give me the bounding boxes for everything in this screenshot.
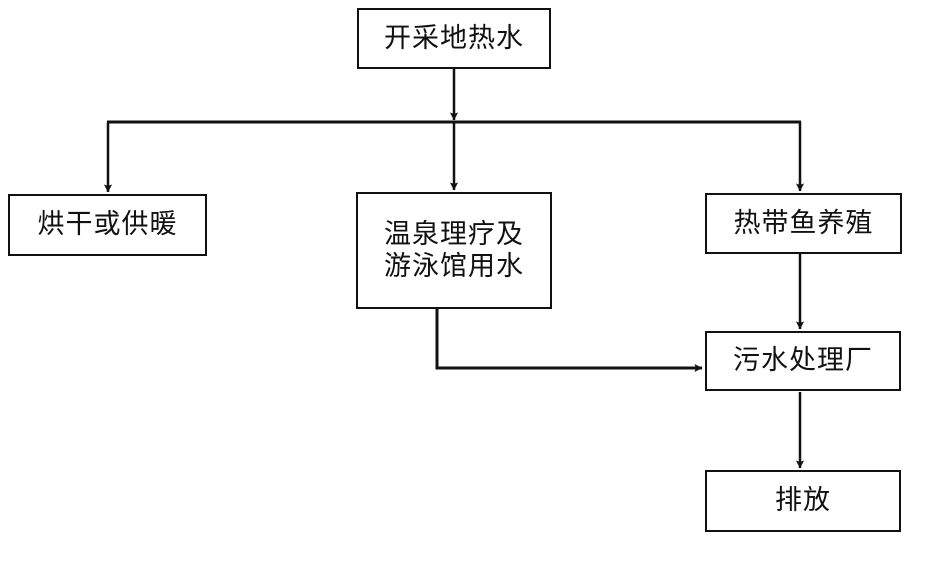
node-source-geothermal-extraction[interactable]: 开采地热水: [357, 8, 551, 69]
node-discharge-label: 排放: [775, 485, 831, 517]
node-treatment-label: 污水处理厂: [733, 345, 873, 377]
node-tropical-fish-farming[interactable]: 热带鱼养殖: [705, 193, 902, 254]
node-spa-label: 温泉理疗及 游泳馆用水: [384, 218, 524, 282]
node-sewage-treatment-plant[interactable]: 污水处理厂: [705, 331, 901, 391]
node-fish-label: 热带鱼养殖: [733, 207, 874, 239]
node-source-label: 开采地热水: [384, 22, 524, 54]
edge-spa-to-treatment: [435, 309, 703, 373]
node-spa-and-pool-water[interactable]: 温泉理疗及 游泳馆用水: [356, 192, 552, 309]
node-drying-label: 烘干或供暖: [37, 209, 178, 241]
node-drying-or-heating[interactable]: 烘干或供暖: [8, 194, 207, 256]
node-discharge[interactable]: 排放: [705, 470, 901, 532]
